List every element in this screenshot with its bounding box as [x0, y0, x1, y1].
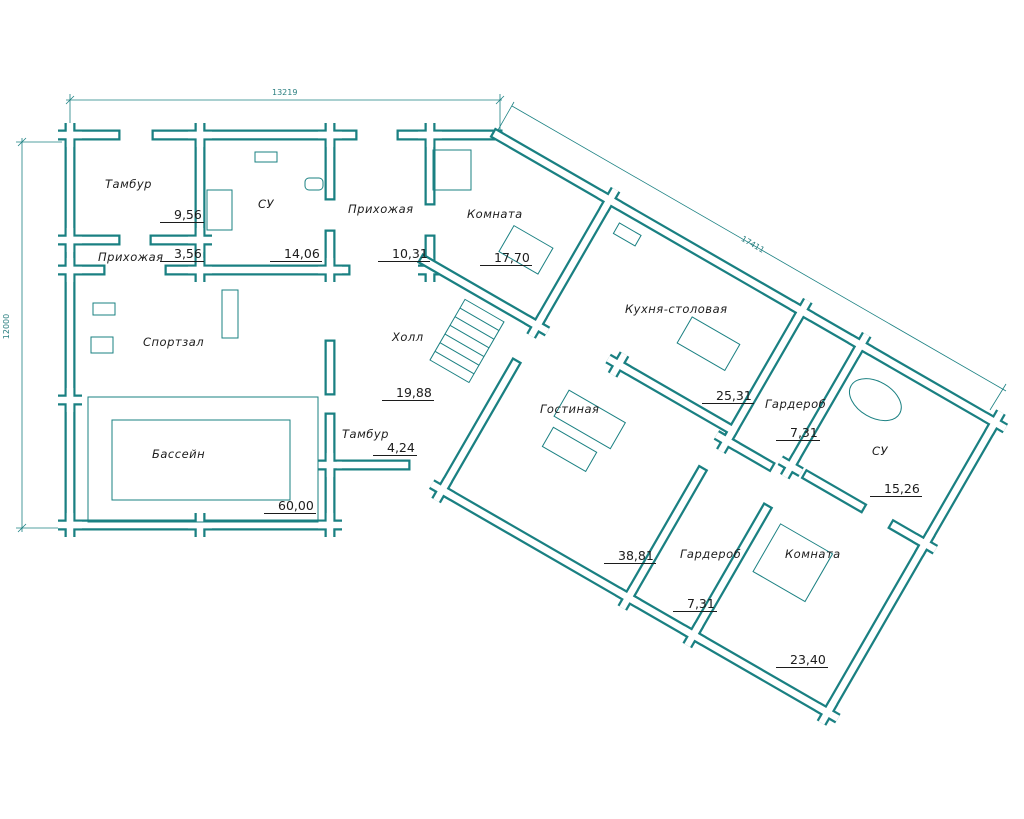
stove	[612, 222, 642, 247]
bed	[752, 523, 834, 603]
log-corner	[684, 623, 703, 648]
dimension-lines	[16, 94, 1007, 533]
room-name: Прихожая	[348, 202, 414, 216]
sink	[254, 151, 278, 163]
dining-table	[676, 316, 741, 372]
room-area: 19,88	[382, 386, 434, 401]
gym-machine	[90, 336, 114, 354]
log-corner	[718, 428, 736, 453]
desk	[432, 149, 472, 191]
furniture	[87, 149, 902, 603]
room-area: 60,00	[264, 499, 316, 514]
dimension-width: 13219	[272, 88, 298, 97]
room-name: Тамбур	[105, 177, 152, 191]
room-area: 3,56	[160, 247, 204, 262]
wall	[803, 471, 865, 511]
room-name: Холл	[392, 330, 424, 344]
pool-basin	[111, 419, 291, 501]
log-corner	[793, 298, 811, 324]
living-sofa	[553, 389, 627, 450]
gym-machine	[92, 302, 116, 316]
room-area: 7,31	[776, 426, 820, 441]
room-area: 17,70	[480, 251, 532, 266]
wall	[492, 130, 1000, 427]
room-name: СУ	[872, 444, 889, 458]
log-corner	[781, 454, 800, 479]
toilet	[304, 177, 324, 191]
log-corner	[528, 313, 546, 338]
wall	[688, 505, 771, 640]
log-corner	[609, 352, 628, 377]
wall	[437, 360, 520, 495]
room-name: Тамбур	[342, 427, 389, 441]
bathtub-corner	[849, 378, 902, 422]
room-name: СУ	[258, 197, 275, 211]
room-name: Кухня-столовая	[625, 302, 728, 316]
room-area: 10,31	[378, 247, 430, 262]
log-corner	[600, 187, 619, 213]
room-name: Спортзал	[143, 335, 205, 349]
room-area: 7,31	[673, 597, 717, 612]
wall	[535, 195, 615, 326]
treadmill	[221, 289, 239, 339]
sofa	[498, 224, 554, 275]
wall	[786, 340, 866, 471]
room-name: Гардероб	[765, 397, 827, 411]
pool-outline	[87, 396, 319, 523]
dimension-height: 12000	[2, 313, 12, 340]
room-area: 23,40	[776, 653, 828, 668]
coffee-table	[541, 426, 598, 473]
room-name: Комната	[467, 207, 523, 221]
log-corner	[818, 700, 837, 725]
staircase	[429, 298, 505, 384]
wall	[420, 256, 542, 331]
room-area: 38,81	[604, 549, 656, 564]
wall	[722, 306, 807, 446]
room-name: Прихожая	[98, 250, 164, 264]
room-name: Комната	[785, 547, 841, 561]
bathtub	[206, 189, 233, 231]
room-area: 9,56	[160, 208, 204, 223]
room-area: 15,26	[870, 482, 922, 497]
log-corner	[986, 410, 1004, 435]
room-area: 25,31	[702, 389, 754, 404]
wall	[614, 360, 738, 435]
room-name: Гостиная	[540, 402, 600, 416]
walls-main-block	[58, 123, 503, 537]
room-name: Бассейн	[152, 447, 206, 461]
wall	[623, 467, 706, 603]
log-corner	[433, 478, 451, 503]
log-corner	[851, 332, 870, 358]
wall	[823, 418, 1000, 718]
log-corner	[619, 585, 638, 610]
room-area: 4,24	[373, 441, 417, 456]
room-name: Гардероб	[680, 547, 742, 561]
room-area: 14,06	[270, 247, 322, 262]
log-corner	[916, 531, 934, 556]
walls-wing	[416, 127, 1009, 726]
